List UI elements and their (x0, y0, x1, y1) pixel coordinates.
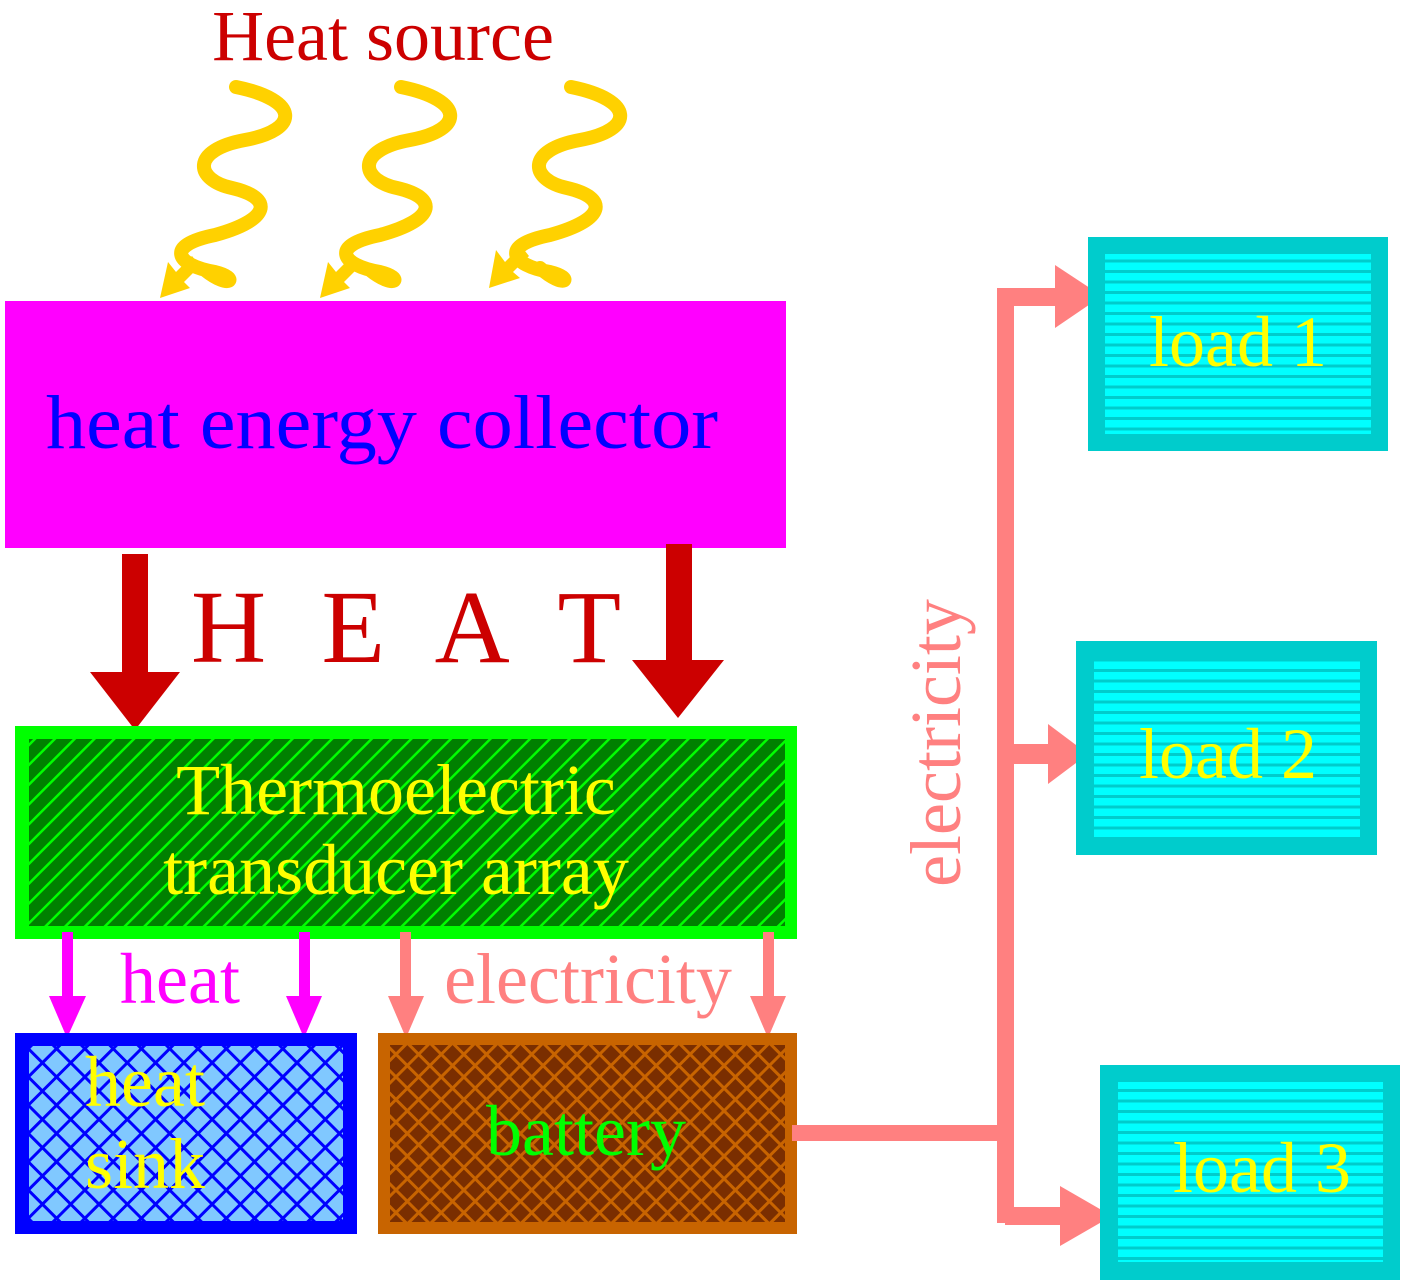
battery-hatch-fill (390, 1045, 785, 1222)
electricity-to-battery-arrow-right (750, 932, 786, 1038)
load-3: load 3 (1100, 1065, 1400, 1280)
heat-energy-collector (5, 301, 786, 548)
transducer-label-line1: Thermoelectric (176, 750, 616, 830)
heat-sink-label-line1: heat (85, 1042, 205, 1122)
transducer-hatch-fill (29, 739, 785, 926)
collector-label: heat energy collector (46, 381, 718, 465)
load-1: load 1 (1088, 237, 1388, 451)
heat-to-sink-arrow-right (286, 932, 322, 1038)
heat-flow-arrow-left (90, 554, 180, 730)
load-1-label: load 1 (1149, 302, 1327, 382)
electricity-bus-label: electricity (896, 599, 976, 887)
heat-source-label: Heat source (212, 0, 554, 76)
heat-wave-arrowhead-icon (160, 246, 529, 298)
heat-wave-icon (174, 80, 628, 289)
heat-sink-hatch-fill (29, 1046, 343, 1221)
electricity-bus (792, 265, 1112, 1246)
heat-sink-label-line2: sink (85, 1124, 205, 1204)
electricity-to-battery-label: electricity (444, 939, 732, 1019)
transducer-label-line2: transducer array (163, 830, 629, 910)
heat-flow-label: H E A T (191, 570, 621, 685)
heat-flow-arrow-right (632, 544, 724, 718)
heat-to-sink-label: heat (120, 939, 240, 1019)
load-2: load 2 (1076, 641, 1377, 855)
load-2-label: load 2 (1139, 714, 1317, 794)
battery-label: battery (486, 1091, 686, 1171)
load-3-label: load 3 (1173, 1128, 1351, 1208)
heat-to-sink-arrow-left (49, 932, 86, 1038)
electricity-to-battery-arrow-left (388, 932, 424, 1038)
